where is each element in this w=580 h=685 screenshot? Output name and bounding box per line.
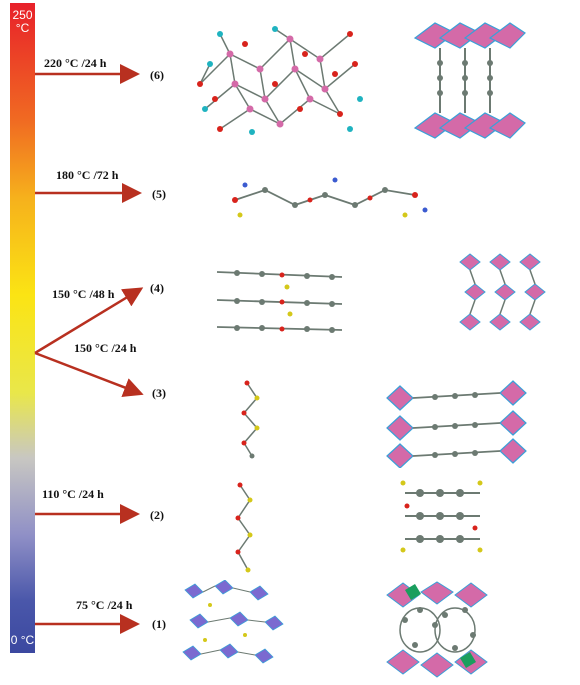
structure-5-chain	[232, 177, 428, 218]
scale-bottom-label: 0 °C	[10, 633, 35, 647]
condition-label-1: 75 °C /24 h	[76, 598, 133, 612]
structure-6-pillared	[413, 22, 526, 139]
condition-label-5: 180 °C /72 h	[56, 168, 119, 182]
condition-label-6: 220 °C /24 h	[44, 56, 107, 70]
product-number-2: (2)	[150, 508, 164, 522]
structure-2-chain	[235, 482, 253, 573]
arrow-3	[34, 351, 144, 397]
product-number-4: (4)	[150, 281, 164, 295]
product-number-5: (5)	[152, 187, 166, 201]
temperature-color-scale: 250 °C 0 °C	[10, 3, 35, 653]
condition-label-2: 110 °C /24 h	[42, 487, 104, 501]
product-number-3: (3)	[152, 386, 166, 400]
product-number-1: (1)	[152, 617, 166, 631]
condition-label-3: 150 °C /24 h	[74, 341, 137, 355]
structure-6-network	[197, 26, 363, 135]
structure-3-layers	[386, 380, 527, 468]
structure-1-framework	[386, 581, 488, 678]
condition-label-4: 150 °C /48 h	[52, 287, 115, 301]
structure-4-polyhedral-net	[459, 253, 546, 331]
product-number-6: (6)	[150, 68, 164, 82]
arrow-4	[34, 287, 144, 355]
structure-4-chains	[216, 270, 343, 333]
scale-top-label: 250 °C	[12, 8, 33, 35]
structure-3-chain	[241, 380, 260, 459]
structure-2-packing	[400, 480, 483, 553]
structure-1-network	[182, 580, 284, 664]
